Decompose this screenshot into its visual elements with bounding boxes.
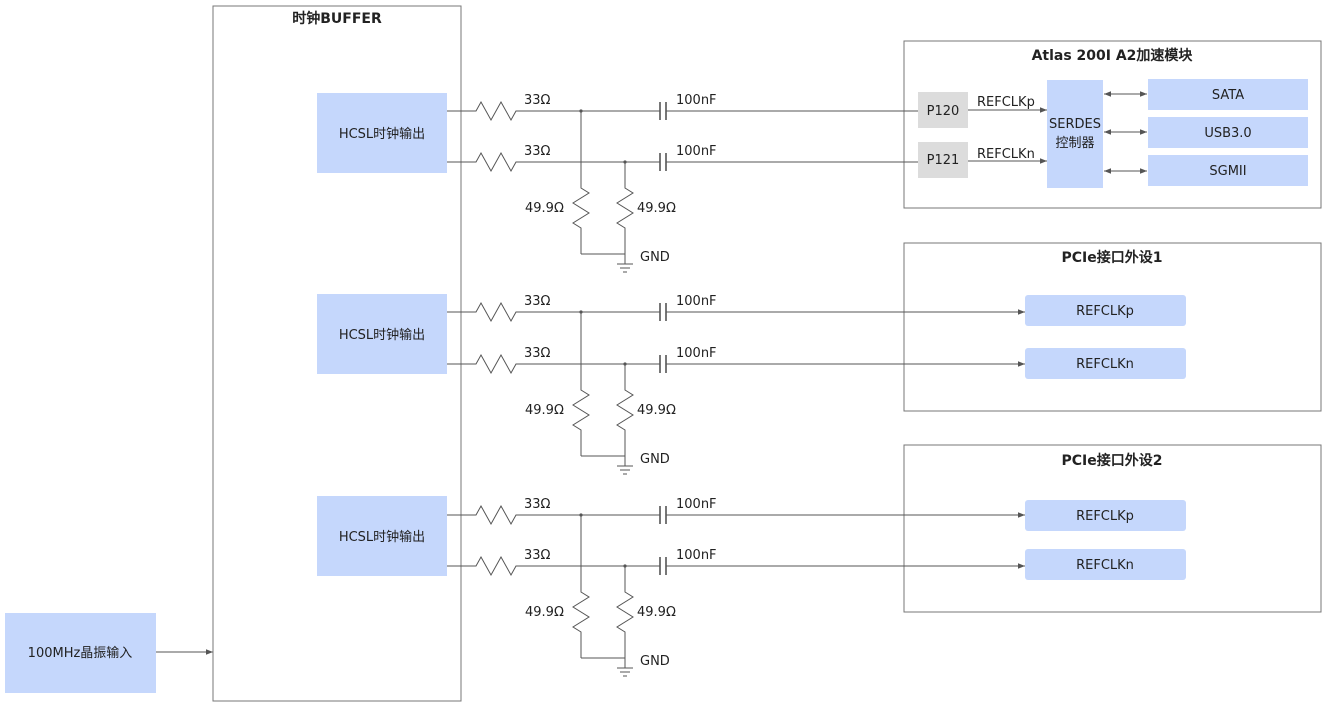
shunt-resistor-value-1n: 49.9Ω — [637, 201, 676, 216]
sgmii-interface-label: SGMII — [1209, 164, 1246, 179]
hcsl-output-block-2 — [317, 294, 447, 374]
capacitor-value-1p: 100nF — [676, 93, 717, 108]
shunt-resistor-icon-2p — [572, 312, 590, 456]
sgmii-interface-block — [1148, 155, 1308, 186]
series-resistor-icon-3n — [447, 555, 660, 577]
pcie2-refclkp-block — [1025, 500, 1186, 531]
serdes-controller-block — [1047, 80, 1103, 188]
hcsl-channel-2: HCSL时钟输出 33Ω 100nF 33Ω 100nF 49.9Ω 49.9Ω GND — [317, 294, 1025, 475]
junction-dot-2n — [623, 362, 627, 366]
shunt-resistor-value-1p: 49.9Ω — [525, 201, 564, 216]
ground-label-2: GND — [640, 452, 670, 467]
sata-interface-label: SATA — [1212, 88, 1244, 103]
hcsl-channel-3: HCSL时钟输出 33Ω 100nF 33Ω 100nF 49.9Ω 49.9Ω GND — [317, 496, 1025, 677]
series-resistor-value-3p: 33Ω — [524, 497, 551, 512]
series-resistor-value-1p: 33Ω — [524, 93, 551, 108]
hcsl-output-label-3: HCSL时钟输出 — [339, 529, 425, 545]
capacitor-value-1n: 100nF — [676, 144, 717, 159]
series-resistor-icon-1p — [447, 100, 660, 122]
junction-dot-3n — [623, 564, 627, 568]
hcsl-output-block-1 — [317, 93, 447, 173]
clock-buffer-frame — [212, 5, 462, 702]
pin-p121-label: P121 — [927, 153, 960, 168]
atlas-refclkp-label: REFCLKp — [977, 95, 1035, 110]
capacitor-value-3n: 100nF — [676, 548, 717, 563]
series-resistor-icon-2n — [447, 353, 660, 375]
pin-p120 — [918, 92, 968, 128]
capacitor-value-2n: 100nF — [676, 346, 717, 361]
pcie1-refclkp-block — [1025, 295, 1186, 326]
oscillator-label: 100MHz晶振输入 — [28, 645, 133, 661]
atlas-module-frame — [903, 40, 1322, 209]
hcsl-output-label-1: HCSL时钟输出 — [339, 126, 425, 142]
pin-p121 — [918, 142, 968, 178]
pcie2-refclkp-label: REFCLKp — [1076, 509, 1134, 524]
junction-dot-1p — [579, 109, 583, 113]
hcsl-output-label-2: HCSL时钟输出 — [339, 327, 425, 343]
pin-p120-label: P120 — [927, 104, 960, 119]
series-resistor-icon-1n — [447, 151, 660, 173]
shunt-resistor-icon-1p — [572, 111, 590, 254]
shunt-resistor-icon-1n — [616, 162, 634, 254]
pcie2-refclkn-label: REFCLKn — [1076, 558, 1134, 573]
shunt-resistor-value-3p: 49.9Ω — [525, 605, 564, 620]
ground-label-1: GND — [640, 250, 670, 265]
pcie2-title: PCIe接口外设2 — [1062, 452, 1163, 469]
pcie1-refclkp-label: REFCLKp — [1076, 304, 1134, 319]
junction-dot-2p — [579, 310, 583, 314]
hcsl-channel-1: HCSL时钟输出 33Ω 100nF 33Ω 100nF 49.9Ω 49.9Ω GND — [317, 93, 918, 273]
pcie1-title: PCIe接口外设1 — [1062, 249, 1163, 266]
pcie1-refclkn-label: REFCLKn — [1076, 357, 1134, 372]
pcie1-refclkn-block — [1025, 348, 1186, 379]
usb3-interface-label: USB3.0 — [1204, 126, 1251, 141]
hcsl-output-block-3 — [317, 496, 447, 576]
junction-dot-3p — [579, 513, 583, 517]
shunt-resistor-icon-3n — [616, 566, 634, 658]
series-resistor-value-1n: 33Ω — [524, 144, 551, 159]
series-resistor-value-2n: 33Ω — [524, 346, 551, 361]
shunt-resistor-icon-3p — [572, 515, 590, 658]
serdes-controller-line1: SERDES — [1049, 117, 1101, 132]
capacitor-value-3p: 100nF — [676, 497, 717, 512]
pcie2-refclkn-block — [1025, 549, 1186, 580]
usb3-interface-block — [1148, 117, 1308, 148]
atlas-refclkn-label: REFCLKn — [977, 147, 1035, 162]
ground-icon-1 — [617, 254, 633, 273]
shunt-resistor-value-3n: 49.9Ω — [637, 605, 676, 620]
series-resistor-value-2p: 33Ω — [524, 294, 551, 309]
junction-dot-1n — [623, 160, 627, 164]
series-resistor-value-3n: 33Ω — [524, 548, 551, 563]
oscillator-block — [5, 613, 156, 693]
shunt-resistor-value-2p: 49.9Ω — [525, 403, 564, 418]
serdes-controller-line2: 控制器 — [1055, 136, 1094, 151]
shunt-resistor-value-2n: 49.9Ω — [637, 403, 676, 418]
pcie2-frame — [903, 444, 1322, 613]
atlas-module-title: Atlas 200I A2加速模块 — [1032, 47, 1194, 64]
pcie1-frame — [903, 242, 1322, 412]
clock-buffer-title: 时钟BUFFER — [292, 10, 382, 27]
ground-label-3: GND — [640, 654, 670, 669]
capacitor-value-2p: 100nF — [676, 294, 717, 309]
series-resistor-icon-3p — [447, 504, 660, 526]
ground-icon-3 — [617, 658, 633, 677]
series-resistor-icon-2p — [447, 301, 660, 323]
shunt-resistor-icon-2n — [616, 364, 634, 456]
ground-icon-2 — [617, 456, 633, 475]
sata-interface-block — [1148, 79, 1308, 110]
